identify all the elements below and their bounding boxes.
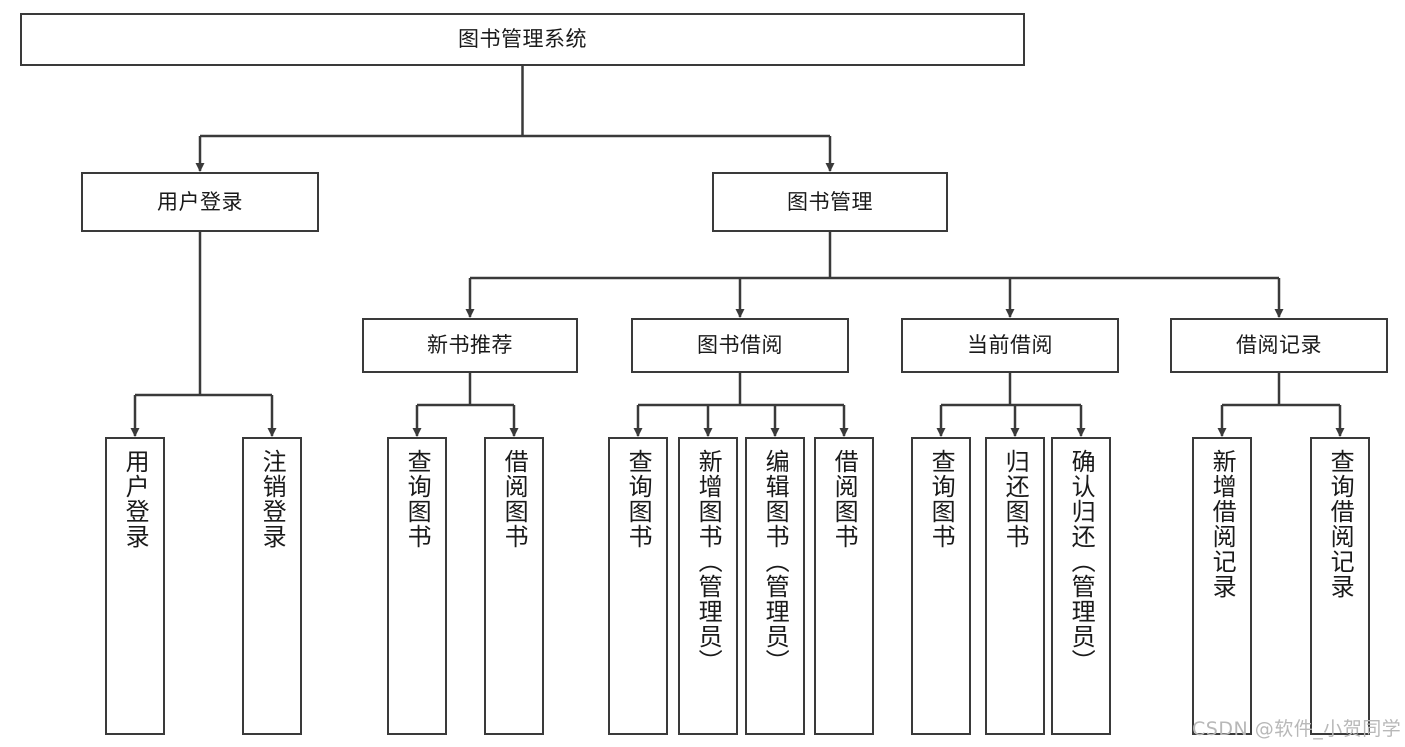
node-leaf-add-record[interactable]: 新增借阅记录 (1192, 437, 1252, 735)
node-label: 用户登录 (121, 449, 150, 549)
node-new-book-rec[interactable]: 新书推荐 (362, 318, 578, 373)
node-label: 新增图书（管理员） (694, 449, 723, 674)
node-label: 当前借阅 (967, 333, 1053, 358)
node-label: 注销登录 (258, 449, 287, 549)
node-borrow-record[interactable]: 借阅记录 (1170, 318, 1388, 373)
node-current-borrow[interactable]: 当前借阅 (901, 318, 1119, 373)
node-label: 确认归还（管理员） (1067, 449, 1096, 674)
node-book-borrow[interactable]: 图书借阅 (631, 318, 849, 373)
node-label: 借阅图书 (500, 449, 529, 549)
node-label: 新增借阅记录 (1208, 449, 1237, 599)
node-leaf-borrow-book[interactable]: 借阅图书 (814, 437, 874, 735)
node-label: 查询图书 (624, 449, 653, 549)
node-leaf-query-record[interactable]: 查询借阅记录 (1310, 437, 1370, 735)
node-leaf-borrow-book-rec[interactable]: 借阅图书 (484, 437, 544, 735)
node-label: 查询借阅记录 (1326, 449, 1355, 599)
node-label: 新书推荐 (427, 333, 513, 358)
node-book-manage[interactable]: 图书管理 (712, 172, 948, 232)
node-leaf-query-book-cur[interactable]: 查询图书 (911, 437, 971, 735)
node-leaf-user-logout[interactable]: 注销登录 (242, 437, 302, 735)
node-user-login[interactable]: 用户登录 (81, 172, 319, 232)
node-label: 借阅图书 (830, 449, 859, 549)
node-leaf-return-book[interactable]: 归还图书 (985, 437, 1045, 735)
node-leaf-add-book[interactable]: 新增图书（管理员） (678, 437, 738, 735)
edge-group (130, 66, 1345, 437)
node-label: 图书管理 (787, 189, 873, 214)
watermark-text: CSDN @软件_小贺同学 (1192, 718, 1402, 740)
node-label: 用户登录 (157, 189, 243, 214)
node-label: 图书借阅 (697, 333, 783, 358)
node-leaf-edit-book[interactable]: 编辑图书（管理员） (745, 437, 805, 735)
node-label: 编辑图书（管理员） (761, 449, 790, 674)
node-leaf-query-book[interactable]: 查询图书 (608, 437, 668, 735)
node-label: 归还图书 (1001, 449, 1030, 549)
node-label: 查询图书 (927, 449, 956, 549)
node-leaf-user-login[interactable]: 用户登录 (105, 437, 165, 735)
node-leaf-query-book-rec[interactable]: 查询图书 (387, 437, 447, 735)
node-leaf-confirm-return[interactable]: 确认归还（管理员） (1051, 437, 1111, 735)
node-label: 查询图书 (403, 449, 432, 549)
node-root[interactable]: 图书管理系统 (20, 13, 1025, 66)
node-label: 图书管理系统 (458, 27, 587, 52)
node-label: 借阅记录 (1236, 333, 1322, 358)
